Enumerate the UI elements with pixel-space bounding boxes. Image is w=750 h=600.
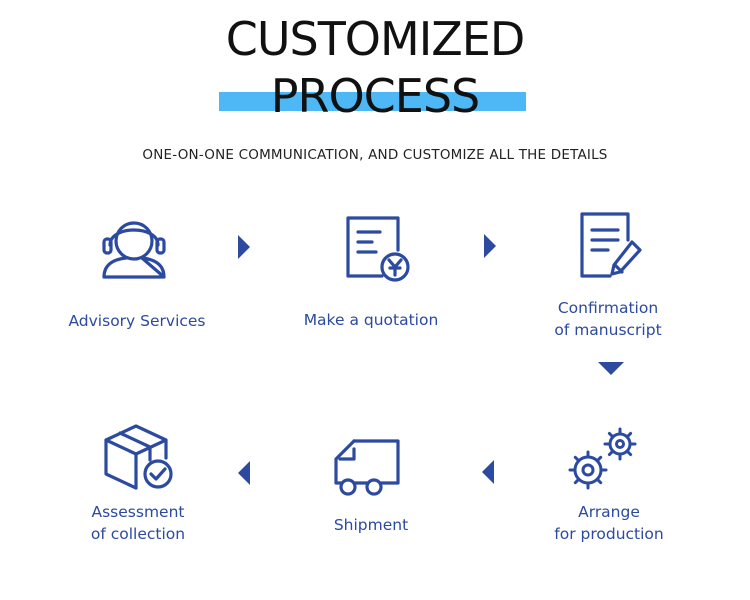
arrow-left-icon <box>482 460 494 484</box>
arrow-right-icon <box>484 234 496 258</box>
title-accent-bar <box>219 92 526 111</box>
page-subtitle: ONE-ON-ONE COMMUNICATION, AND CUSTOMIZE … <box>142 147 608 163</box>
quotation-yen-icon <box>346 216 410 282</box>
step-label-advisory: Advisory Services <box>68 312 206 330</box>
page-title-line2: PROCESS <box>270 69 481 123</box>
headset-user-icon <box>102 221 166 279</box>
truck-icon <box>334 439 400 496</box>
gears-icon <box>568 427 637 490</box>
document-pen-icon <box>580 212 642 278</box>
arrow-left-icon <box>238 461 250 485</box>
arrow-down-icon <box>598 362 624 375</box>
page-title-line1: CUSTOMIZED <box>225 12 526 66</box>
step-label-shipment: Shipment <box>333 516 409 534</box>
step-label-quotation: Make a quotation <box>303 311 439 329</box>
arrow-right-icon <box>238 235 250 259</box>
box-check-icon <box>104 424 173 490</box>
